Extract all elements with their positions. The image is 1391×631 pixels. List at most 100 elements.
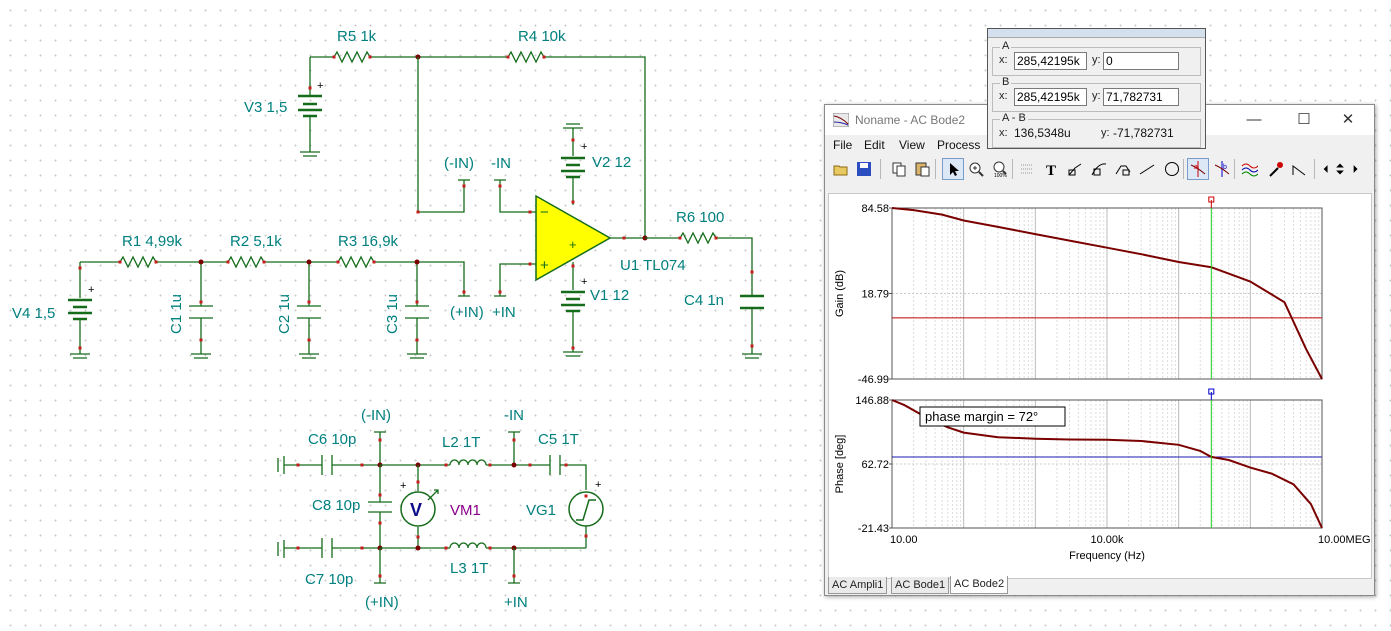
battery-v3[interactable]: + <box>298 57 323 157</box>
resistor-r2[interactable] <box>227 255 338 269</box>
opamp-u1[interactable]: − + + <box>535 194 645 282</box>
cursor-a-y-field[interactable]: 0 <box>1103 52 1179 70</box>
tab-ac-bode1[interactable]: AC Bode1 <box>891 577 950 594</box>
battery-v1[interactable]: + <box>561 262 587 357</box>
cursor-b-y-label: y: <box>1092 90 1101 102</box>
resistor-r5[interactable] <box>310 50 418 64</box>
text-tool-button[interactable]: T <box>1040 158 1062 180</box>
pin-marker <box>378 438 382 442</box>
capacitor-c7[interactable] <box>277 538 380 558</box>
scroll-right-button[interactable] <box>1348 158 1364 180</box>
capacitor-c4[interactable] <box>740 294 764 359</box>
color-picker-button[interactable] <box>1264 158 1286 180</box>
resistor-r4[interactable] <box>418 50 646 238</box>
copy-icon <box>892 162 906 177</box>
close-button[interactable]: ✕ <box>1341 111 1355 128</box>
menu-process[interactable]: Process <box>937 138 981 152</box>
x-axis-label: Frequency (Hz) <box>1069 550 1145 562</box>
generator-vg1[interactable]: + <box>568 479 604 548</box>
menu-file[interactable]: File <box>833 138 853 152</box>
pin-marker <box>528 210 532 214</box>
annotation-box <box>919 406 1066 427</box>
label-tool-button[interactable] <box>1064 158 1086 180</box>
resistor-r1[interactable] <box>80 255 228 269</box>
circle-tool-button[interactable] <box>1161 158 1183 180</box>
cursor-step-button[interactable] <box>1288 158 1310 180</box>
resistor-r3[interactable] <box>337 255 470 297</box>
battery-v4[interactable]: + <box>68 262 94 359</box>
capacitor-c6[interactable] <box>277 455 380 475</box>
pin-marker <box>498 184 502 188</box>
y-tick-label: 146.88 <box>855 395 889 407</box>
toolbar-separator <box>1234 159 1235 179</box>
grid-button[interactable] <box>1016 158 1038 180</box>
cursor-a-x-field[interactable]: 285,42195k <box>1014 52 1087 70</box>
capacitor-c5[interactable] <box>540 455 587 490</box>
save-button[interactable] <box>853 158 875 180</box>
toolbar-separator <box>1183 159 1184 179</box>
schematic-canvas[interactable]: R5 1k R4 10k (-IN) -IN + V3 1,5 + V2 12 … <box>0 0 820 631</box>
node-dot <box>306 259 312 265</box>
pin-marker <box>416 210 420 214</box>
menu-view[interactable]: View <box>899 138 925 152</box>
pin-marker <box>199 300 203 304</box>
cursor-b-x-field[interactable]: 285,42195k <box>1014 88 1087 106</box>
pin-marker <box>378 521 382 525</box>
capacitor-c2[interactable] <box>297 262 321 359</box>
pointer-button[interactable] <box>942 158 964 180</box>
pin-marker <box>78 266 82 270</box>
tab-ac-bode2[interactable]: AC Bode2 <box>950 576 1009 594</box>
pin-marker <box>542 55 546 59</box>
curve-label-button[interactable] <box>1088 158 1110 180</box>
capacitor-c3[interactable] <box>405 262 429 359</box>
c5-label: C5 1T <box>538 431 579 448</box>
pin-marker <box>368 55 372 59</box>
inductor-l2[interactable] <box>449 459 540 466</box>
cursor-b-y-field[interactable]: 71,782731 <box>1103 88 1179 106</box>
capacitor-c1[interactable] <box>189 262 213 359</box>
capacitor-c8[interactable] <box>368 465 392 548</box>
svg-text:a: a <box>1194 164 1198 171</box>
voltmeter-vm1[interactable]: V + <box>400 465 439 548</box>
menu-edit[interactable]: Edit <box>864 138 885 152</box>
zoom-in-button[interactable] <box>965 158 987 180</box>
net-label-inv: -IN <box>491 155 511 172</box>
maximize-button[interactable]: ☐ <box>1297 111 1311 128</box>
tab-ac-ampli1[interactable]: AC Ampli1 <box>828 577 888 594</box>
paste-button[interactable] <box>911 158 933 180</box>
open-folder-button[interactable] <box>830 158 852 180</box>
cursor-a-button[interactable]: a <box>1187 158 1209 180</box>
bode-plot-window[interactable]: Noname - AC Bode2 — ☐ ✕ File Edit View P… <box>824 104 1375 596</box>
scroll-updown-button[interactable] <box>1332 158 1348 180</box>
c3-label: C3 1u <box>384 294 401 334</box>
cursor-b-x-label: x: <box>999 90 1008 102</box>
line-tool-button[interactable] <box>1136 158 1158 180</box>
pin-marker <box>307 338 311 342</box>
wire <box>417 57 465 213</box>
shape-label-button[interactable] <box>1112 158 1134 180</box>
scroll-left-icon <box>1323 165 1328 173</box>
svg-text:+: + <box>581 141 587 153</box>
cursor-b-button[interactable]: b <box>1211 158 1233 180</box>
zoom-100-button[interactable]: 100% <box>989 158 1011 180</box>
pin-marker <box>360 546 364 550</box>
cursor-b-title: B <box>1000 76 1012 88</box>
cursor-readout-window[interactable]: A x: 285,42195k y: 0 B x: 285,42195k y: … <box>987 28 1206 149</box>
battery-v2[interactable]: + <box>561 123 587 205</box>
pin-marker <box>498 290 502 294</box>
minimize-button[interactable]: — <box>1246 111 1262 128</box>
bot-net-inv-paren: (-IN) <box>361 407 391 424</box>
scroll-left-button[interactable] <box>1318 158 1334 180</box>
r5-label: R5 1k <box>337 28 377 45</box>
cursor-b-handle <box>1208 388 1215 395</box>
resistor-r6[interactable] <box>645 231 753 296</box>
curve-select-button[interactable] <box>1238 158 1260 180</box>
copy-button[interactable] <box>888 158 910 180</box>
curve-label-icon <box>1091 163 1107 176</box>
inductor-l3[interactable] <box>449 542 586 549</box>
r4-label: R4 10k <box>518 28 566 45</box>
x-tick-label: 10.00MEG <box>1318 534 1371 546</box>
